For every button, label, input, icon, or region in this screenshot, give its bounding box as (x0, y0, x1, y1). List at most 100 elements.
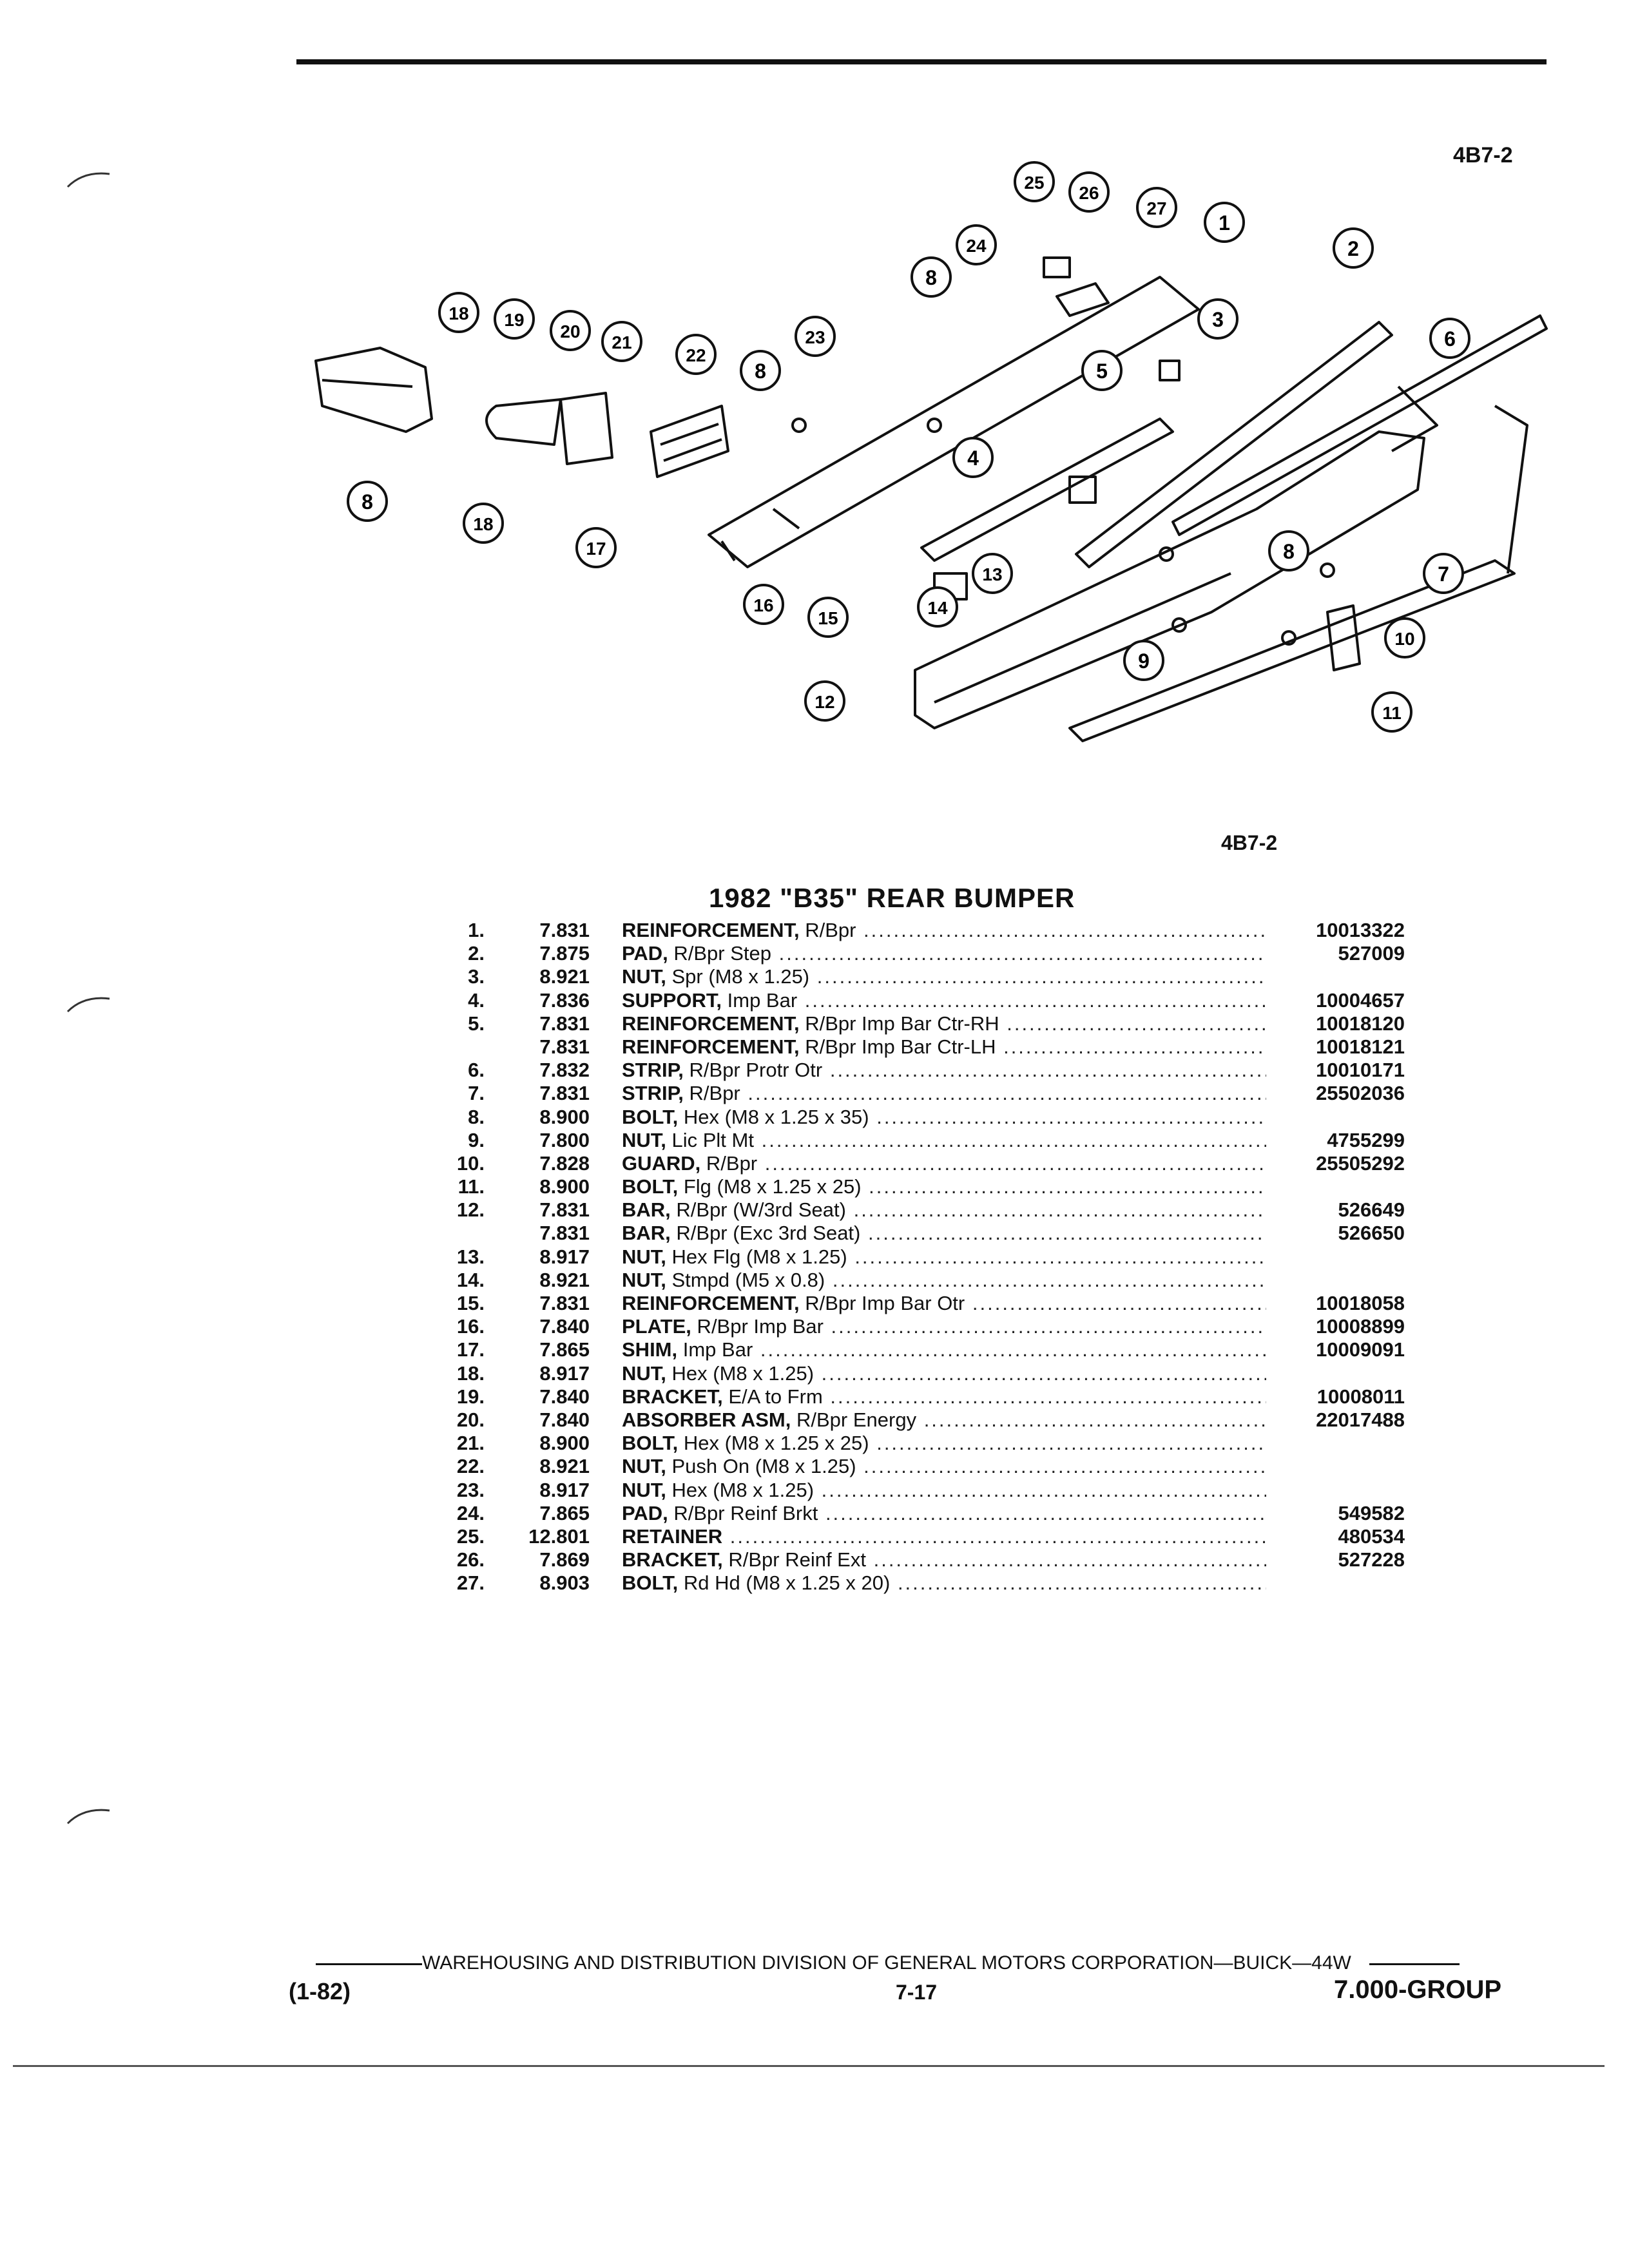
item-number: 25. (456, 1524, 485, 1548)
callout-20: 20 (550, 310, 591, 351)
part-number: 10004657 (1316, 988, 1405, 1012)
callout-4: 4 (952, 437, 994, 478)
item-number: 19. (456, 1385, 485, 1408)
item-number: 11. (458, 1175, 485, 1198)
part-number: 527009 (1338, 942, 1405, 965)
part-name: BOLT, (622, 1432, 679, 1455)
part-name: SUPPORT, (622, 988, 722, 1012)
part-detail: R/Bpr (Exc 3rd Seat) (670, 1222, 861, 1245)
svg-text:20: 20 (560, 322, 580, 341)
margin-mark (66, 997, 110, 1013)
part-detail: Stmpd (M5 x 0.8) (666, 1268, 825, 1291)
part-description: STRIP, R/Bpr Protr Otr .................… (622, 1059, 1266, 1082)
parts-list: 1. 7.831 REINFORCEMENT, R/Bpr ............… (445, 919, 1411, 1595)
svg-text:5: 5 (1096, 360, 1108, 383)
svg-text:8: 8 (1283, 540, 1295, 563)
leader-dots: ........................................… (863, 1455, 1266, 1478)
group-number: 8.921 (539, 1268, 590, 1291)
part-name: BRACKET, (622, 1385, 723, 1408)
item-number: 3. (468, 965, 485, 988)
part-description: SHIM, Imp Bar ..........................… (622, 1338, 1266, 1361)
part-name: REINFORCEMENT, (622, 1012, 800, 1035)
callout-16: 16 (743, 584, 784, 625)
group-number: 8.917 (539, 1478, 590, 1501)
group-number: 8.900 (539, 1432, 590, 1455)
top-rule (296, 59, 1547, 64)
part-detail: R/Bpr Imp Bar (691, 1315, 824, 1338)
svg-text:26: 26 (1079, 183, 1099, 203)
item-number: 1. (468, 919, 485, 941)
part-detail: E/A to Frm (722, 1385, 823, 1408)
callout-23: 23 (795, 316, 836, 357)
part-detail: R/Bpr Imp Bar Ctr-LH (799, 1035, 996, 1058)
part-name: PLATE, (622, 1315, 691, 1338)
part-detail: Hex Flg (M8 x 1.25) (666, 1245, 847, 1268)
footer-group: 7.000-GROUP (1334, 1975, 1502, 2004)
part-number: 480534 (1338, 1524, 1405, 1548)
part-name: NUT, (622, 1128, 666, 1151)
part-detail: R/Bpr (683, 1082, 740, 1105)
group-number: 7.875 (539, 942, 590, 965)
leader-dots: ........................................… (923, 1408, 1266, 1431)
leader-dots: ........................................… (873, 1548, 1266, 1571)
leader-dots: ........................................… (829, 1059, 1266, 1082)
callout-14: 14 (917, 586, 958, 628)
group-number: 8.921 (539, 1455, 590, 1478)
part-description: SUPPORT, Imp Bar .......................… (622, 989, 1266, 1012)
leader-dots: ........................................… (854, 1245, 1266, 1268)
item-number: 4. (468, 988, 485, 1012)
item-number: 22. (456, 1455, 485, 1478)
part-detail: R/Bpr Imp Bar Ctr-RH (799, 1012, 999, 1035)
leader-dots: ........................................… (876, 1432, 1266, 1455)
callout-15: 15 (807, 597, 849, 638)
group-number: 7.831 (539, 1012, 590, 1035)
part-detail: Hex (M8 x 1.25) (666, 1361, 815, 1385)
part-description: BOLT, Flg (M8 x 1.25 x 25) .............… (622, 1175, 1266, 1198)
part-detail: Rd Hd (M8 x 1.25 x 20) (678, 1571, 891, 1595)
callout-8a: 8 (911, 256, 952, 298)
svg-text:8: 8 (925, 266, 937, 289)
item-number: 26. (456, 1548, 485, 1571)
group-number: 7.840 (539, 1385, 590, 1408)
part-description: RETAINER ...............................… (622, 1525, 1266, 1548)
leader-dots: ........................................… (853, 1198, 1266, 1222)
svg-text:27: 27 (1146, 198, 1166, 218)
part-name: ABSORBER ASM, (622, 1408, 791, 1431)
part-number: 527228 (1338, 1548, 1405, 1571)
part-detail: R/Bpr Protr Otr (683, 1059, 823, 1082)
part-description: REINFORCEMENT, R/Bpr Imp Bar Ctr-RH ....… (622, 1012, 1266, 1035)
callout-18b: 18 (463, 503, 504, 544)
group-number: 12.801 (528, 1524, 590, 1548)
leader-dots: ........................................… (1007, 1012, 1266, 1035)
part-name: PAD, (622, 1501, 668, 1524)
part-description: BOLT, Hex (M8 x 1.25 x 35) .............… (622, 1106, 1266, 1129)
part-description: NUT, Stmpd (M5 x 0.8) ..................… (622, 1269, 1266, 1292)
callout-labels: 1 2 3 4 5 6 7 8 8 8 8 9 10 11 12 13 14 1… (347, 161, 1470, 733)
svg-text:9: 9 (1138, 649, 1150, 673)
part-name: SHIM, (622, 1338, 678, 1361)
item-number: 23. (456, 1478, 485, 1501)
svg-text:14: 14 (927, 598, 948, 618)
item-number: 8. (468, 1105, 485, 1128)
group-number: 7.865 (539, 1338, 590, 1361)
leader-dots: ........................................… (831, 1315, 1266, 1338)
callout-18a: 18 (438, 292, 479, 333)
footer-publisher: WAREHOUSING AND DISTRIBUTION DIVISION OF… (422, 1952, 1351, 1974)
leader-dots: ........................................… (832, 1268, 1266, 1291)
svg-text:8: 8 (755, 360, 766, 383)
svg-text:23: 23 (805, 327, 825, 347)
part-detail: R/Bpr (W/3rd Seat) (670, 1198, 846, 1222)
part-description: BOLT, Hex (M8 x 1.25 x 25) .............… (622, 1432, 1266, 1455)
item-number: 10. (456, 1151, 485, 1175)
part-name: GUARD, (622, 1151, 701, 1175)
group-number: 7.840 (539, 1315, 590, 1338)
part-detail: R/Bpr Reinf Ext (722, 1548, 866, 1571)
